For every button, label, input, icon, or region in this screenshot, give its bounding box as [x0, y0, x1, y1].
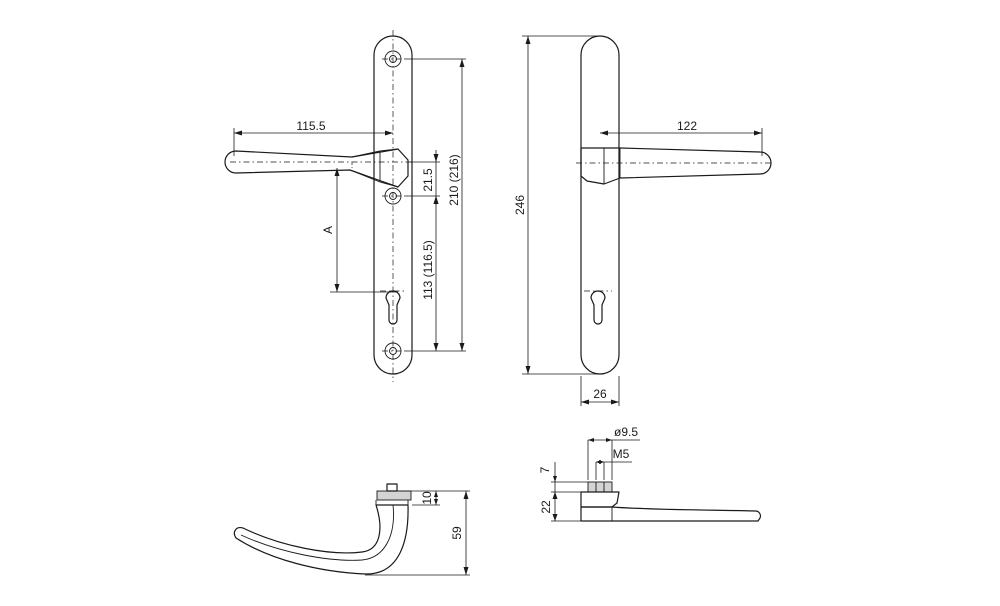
rose-section-view: ø9.5 M5 7 22 — [538, 425, 762, 522]
dim-backset-a: A — [321, 226, 335, 234]
front-middle-screw-hole — [382, 187, 404, 205]
profile-lever — [233, 504, 409, 575]
dim-lower-offset: 113 (116.5) — [421, 240, 435, 300]
front-dimensions: 115.5 A 21.5 113 (116.5) 210 (216) — [233, 58, 466, 352]
section-rose — [580, 491, 620, 508]
dim-total-height: 246 — [513, 195, 527, 215]
dim-rose-thickness: 22 — [539, 500, 553, 514]
section-lever-base — [580, 506, 762, 522]
section-spindle — [587, 481, 613, 493]
dim-spindle-diameter: ø9.5 — [614, 425, 638, 439]
side-dimensions: 122 246 26 — [513, 35, 763, 406]
side-view — [576, 35, 772, 375]
dim-thread: M5 — [613, 447, 630, 461]
dim-upper-offset: 21.5 — [421, 168, 435, 192]
profile-rose — [376, 490, 412, 501]
dim-rose-height: 10 — [420, 491, 434, 505]
dim-plate-width: 26 — [593, 387, 607, 401]
side-cylinder-keyhole — [590, 290, 606, 325]
dim-lever-projection: 59 — [450, 526, 464, 540]
front-lever-neck — [349, 148, 399, 188]
side-lever — [580, 147, 772, 185]
profile-lever-edge — [240, 504, 394, 561]
front-lever — [224, 148, 409, 188]
front-top-screw-hole — [382, 50, 404, 68]
lever-profile-view: 10 59 — [233, 483, 470, 576]
dim-lever-length-side: 122 — [677, 119, 697, 133]
front-view — [224, 30, 413, 382]
dim-screw-height: 7 — [538, 466, 552, 473]
front-bottom-screw-hole — [382, 342, 404, 360]
dim-lever-length-front: 115.5 — [296, 119, 325, 133]
side-backplate — [580, 35, 620, 375]
profile-spindle-boss — [386, 483, 398, 492]
dim-fixing-centres: 210 (216) — [447, 154, 461, 205]
